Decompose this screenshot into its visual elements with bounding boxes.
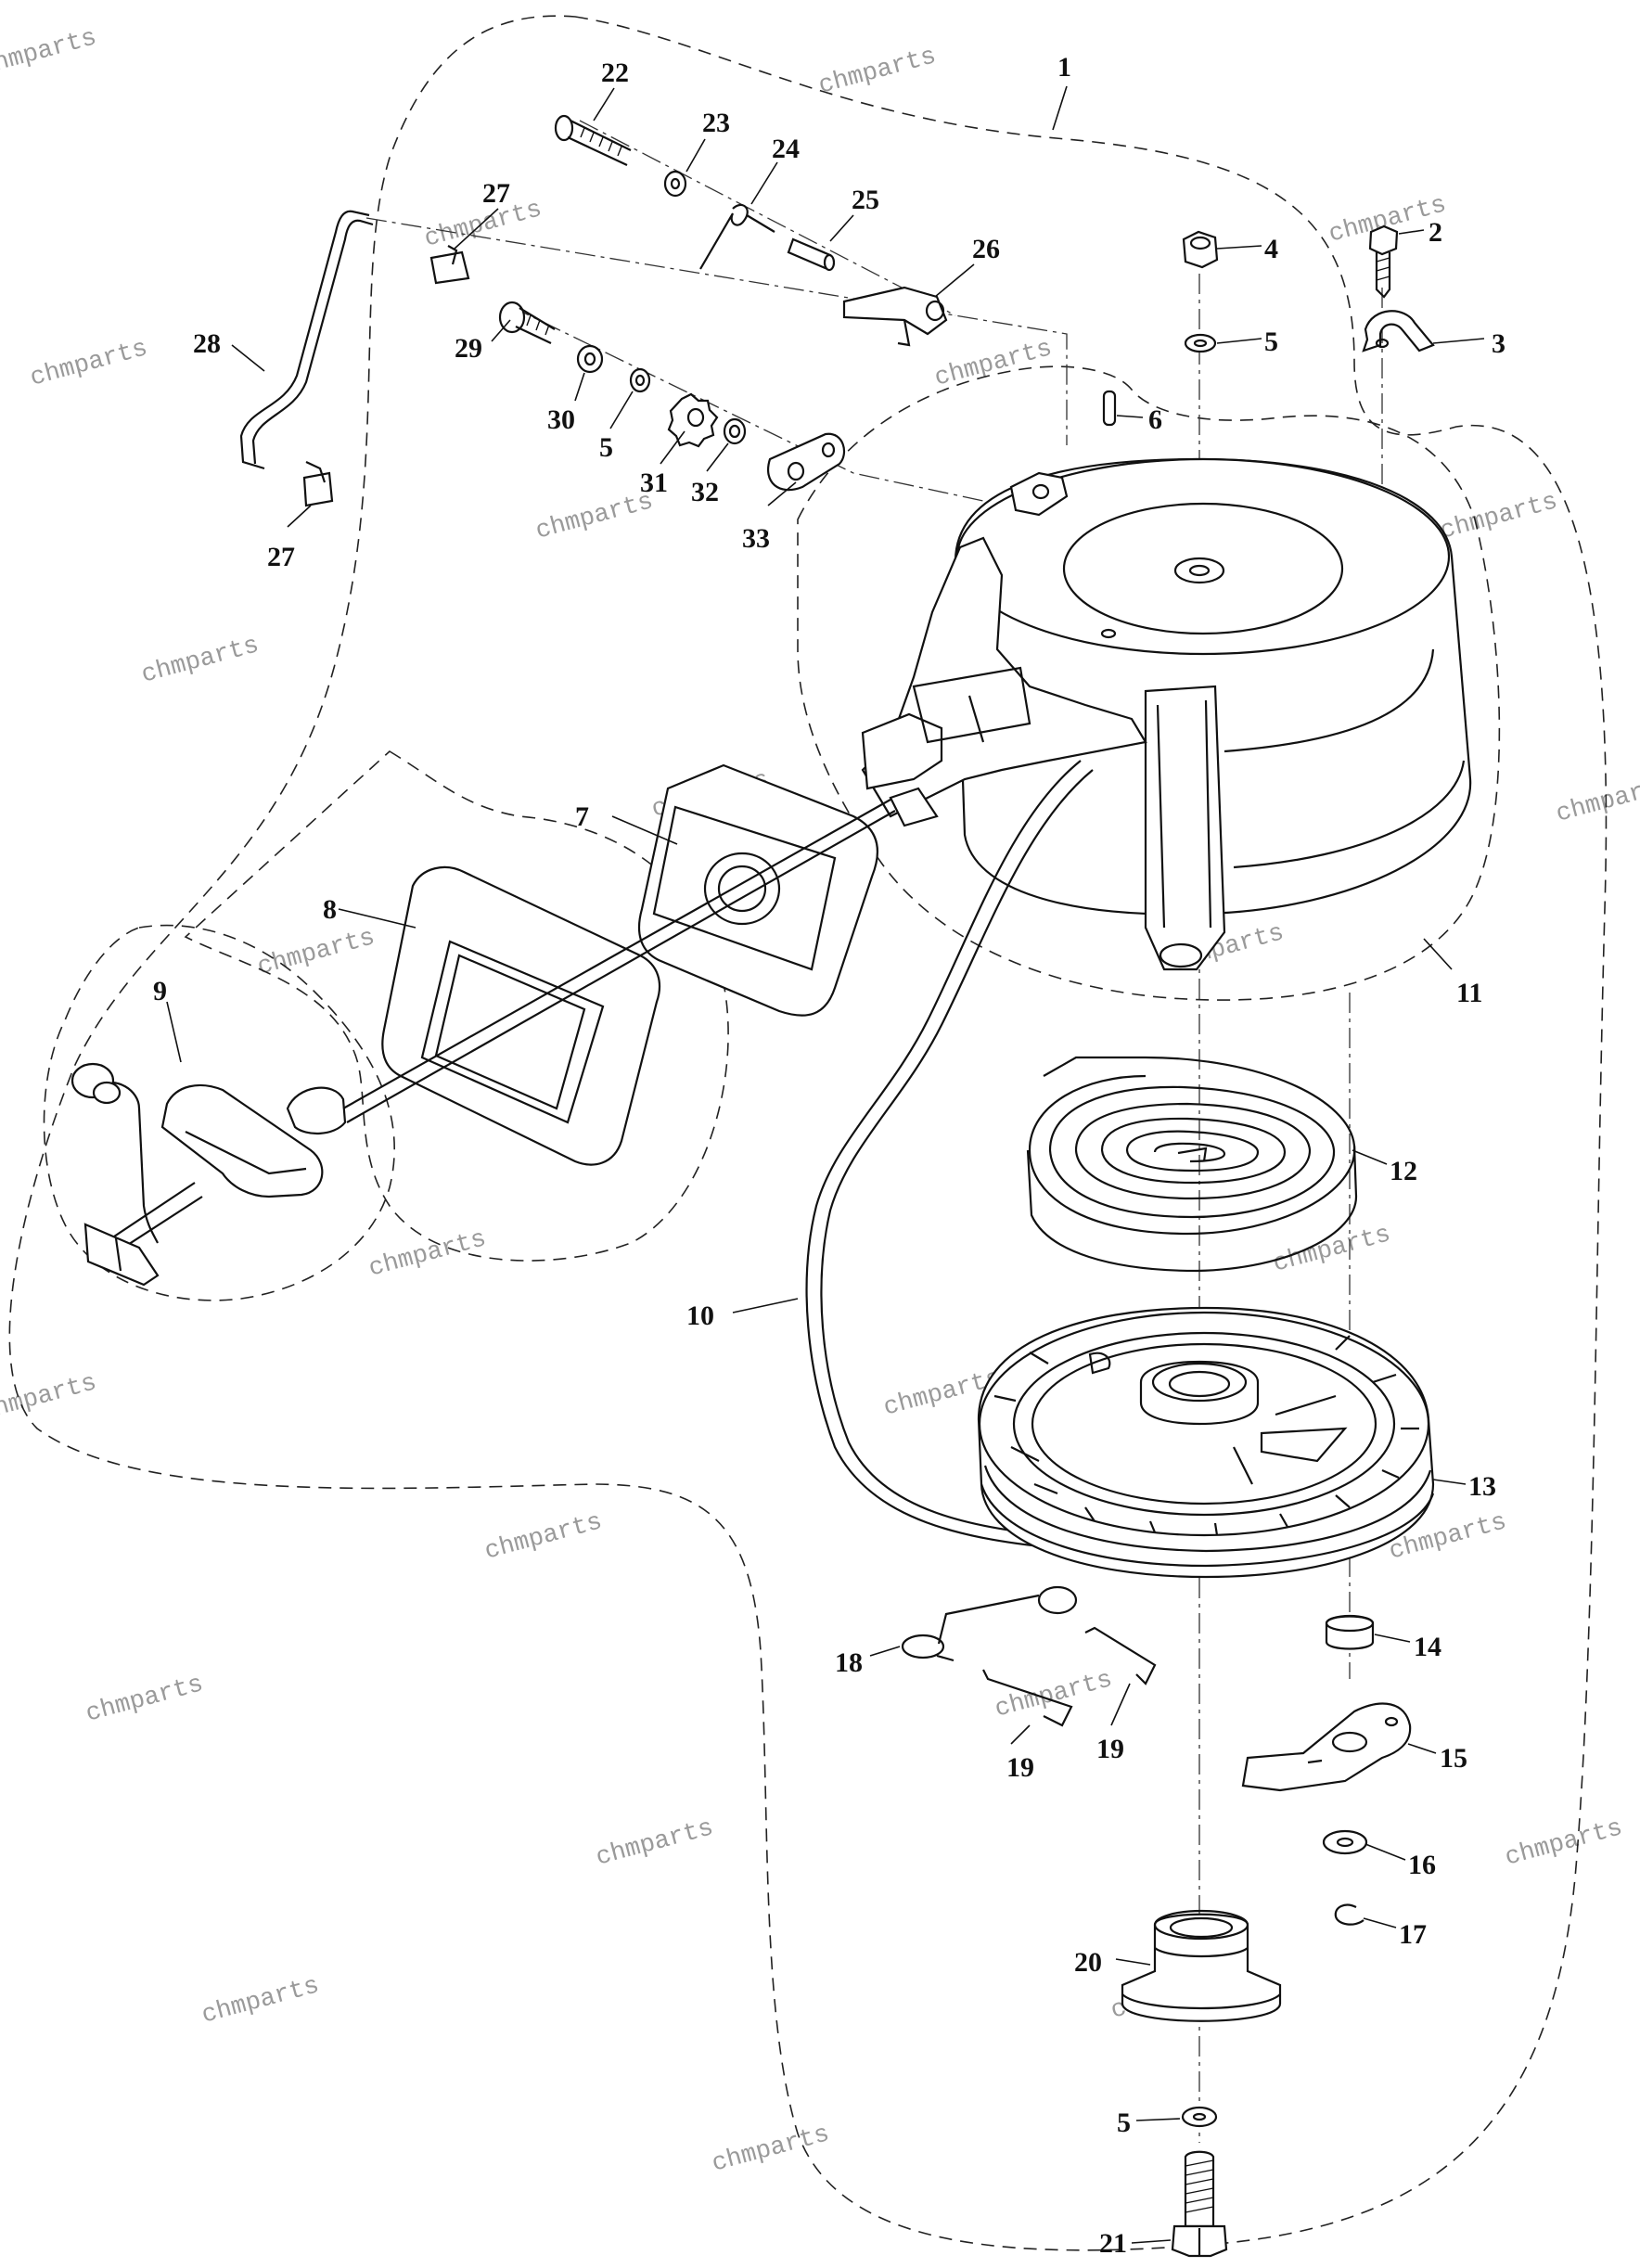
callout-12: 12 bbox=[1390, 1156, 1417, 1186]
watermark: chmparts bbox=[139, 632, 263, 690]
starter-rope-10 bbox=[805, 760, 1207, 1560]
callout-25: 25 bbox=[852, 185, 879, 215]
pin-6 bbox=[1102, 390, 1117, 427]
callout-20: 20 bbox=[1074, 1947, 1102, 1978]
watermark: chmparts bbox=[1554, 771, 1640, 829]
callout-5-upper-left: 5 bbox=[599, 432, 613, 463]
watermark: chmparts bbox=[993, 1666, 1116, 1724]
callout-4: 4 bbox=[1264, 234, 1278, 264]
cable-clamp-3 bbox=[1362, 310, 1435, 352]
watermark: chmparts bbox=[533, 488, 657, 546]
lever-26 bbox=[842, 286, 948, 347]
pawl-spring-19-left bbox=[982, 1669, 1073, 1727]
callout-5-top: 5 bbox=[1264, 327, 1278, 357]
starter-housing bbox=[861, 457, 1472, 971]
assembly-9-boundary bbox=[43, 924, 395, 1301]
bolt-2 bbox=[1368, 224, 1399, 299]
callout-15: 15 bbox=[1440, 1743, 1467, 1774]
watermark: chmparts bbox=[255, 924, 378, 982]
callout-29: 29 bbox=[455, 333, 482, 364]
rod-clip-lower bbox=[302, 461, 334, 507]
washer-5-upper bbox=[629, 367, 651, 393]
nut-4 bbox=[1182, 230, 1219, 269]
leader-lines bbox=[166, 85, 1485, 2244]
rope-reel-13 bbox=[977, 1306, 1435, 1579]
watermark: chmparts bbox=[83, 1671, 207, 1729]
ratchet-15 bbox=[1241, 1702, 1412, 1792]
callout-30: 30 bbox=[547, 404, 575, 435]
washer-23 bbox=[663, 170, 687, 198]
callout-numbers: 1 2 3 4 5 5 5 6 7 8 9 10 11 12 13 14 15 … bbox=[153, 52, 1505, 2259]
bolt-21 bbox=[1171, 2150, 1228, 2258]
callout-8: 8 bbox=[323, 894, 337, 925]
callout-28: 28 bbox=[193, 328, 221, 359]
torsion-spring bbox=[699, 203, 775, 270]
pawl-spring-19-right bbox=[1084, 1626, 1157, 1685]
callout-19-left: 19 bbox=[1006, 1752, 1034, 1783]
callout-23: 23 bbox=[702, 108, 730, 138]
callout-2: 2 bbox=[1429, 217, 1442, 248]
collar-32 bbox=[723, 417, 747, 445]
callout-26: 26 bbox=[972, 234, 1000, 264]
star-washer-31 bbox=[667, 392, 719, 448]
callout-17: 17 bbox=[1399, 1919, 1427, 1950]
circlip-17 bbox=[1334, 1903, 1365, 1926]
callout-11: 11 bbox=[1456, 978, 1482, 1008]
callout-16: 16 bbox=[1408, 1850, 1436, 1880]
long-bolt bbox=[554, 114, 632, 166]
assembly-1-boundary bbox=[8, 15, 1608, 2251]
washer-16 bbox=[1322, 1829, 1368, 1855]
watermark: chmparts bbox=[1271, 1221, 1394, 1279]
sleeve-25 bbox=[787, 237, 836, 272]
seal-8 bbox=[381, 865, 660, 1166]
callout-18: 18 bbox=[835, 1647, 863, 1678]
watermark: chmparts bbox=[0, 1369, 100, 1428]
choke-rod bbox=[239, 210, 374, 470]
callout-5-lower: 5 bbox=[1117, 2108, 1131, 2138]
rod-clip-upper bbox=[429, 245, 470, 285]
watermark: chmparts bbox=[1503, 1814, 1626, 1873]
callout-32: 32 bbox=[691, 477, 719, 507]
watermark: chmparts bbox=[0, 24, 100, 83]
callout-3: 3 bbox=[1492, 328, 1505, 359]
callout-7: 7 bbox=[575, 801, 589, 832]
grommet-plate-7 bbox=[638, 763, 879, 1017]
callout-19-right: 19 bbox=[1096, 1734, 1124, 1764]
handle-assembly-9 bbox=[70, 1062, 347, 1287]
link-plate-33 bbox=[767, 432, 846, 492]
watermark: chmparts bbox=[482, 1508, 606, 1567]
washer-5-lower bbox=[1181, 2106, 1218, 2128]
callout-9: 9 bbox=[153, 976, 167, 1006]
watermark: chmparts bbox=[199, 1972, 323, 2031]
bushing-14 bbox=[1325, 1614, 1375, 1650]
watermark: chmparts bbox=[816, 43, 940, 101]
lock-washer-30 bbox=[576, 344, 604, 374]
callout-21: 21 bbox=[1099, 2228, 1127, 2259]
watermark: chmparts bbox=[710, 2121, 833, 2179]
watermark: chmparts bbox=[28, 335, 151, 393]
callout-33: 33 bbox=[742, 523, 770, 554]
watermark: chmparts bbox=[932, 335, 1056, 393]
callout-13: 13 bbox=[1468, 1471, 1496, 1502]
washer-5-top bbox=[1184, 333, 1217, 353]
callout-10: 10 bbox=[686, 1301, 714, 1331]
assembly-11-boundary bbox=[797, 365, 1501, 1001]
rope-segment bbox=[342, 799, 896, 1123]
callout-6: 6 bbox=[1148, 404, 1162, 435]
callout-24: 24 bbox=[772, 134, 800, 164]
recoil-spring-12 bbox=[1026, 1056, 1358, 1273]
callout-22: 22 bbox=[601, 58, 629, 88]
callout-31: 31 bbox=[640, 468, 668, 498]
callout-14: 14 bbox=[1414, 1632, 1441, 1662]
center-shaft-20 bbox=[1121, 1909, 1282, 2022]
callout-27-upper: 27 bbox=[482, 178, 510, 209]
ratchet-spring-18 bbox=[901, 1585, 1078, 1662]
watermark: chmparts bbox=[1438, 488, 1561, 546]
callout-27-lower: 27 bbox=[267, 542, 295, 572]
callout-1: 1 bbox=[1057, 52, 1071, 83]
watermark: chmparts bbox=[594, 1814, 717, 1873]
